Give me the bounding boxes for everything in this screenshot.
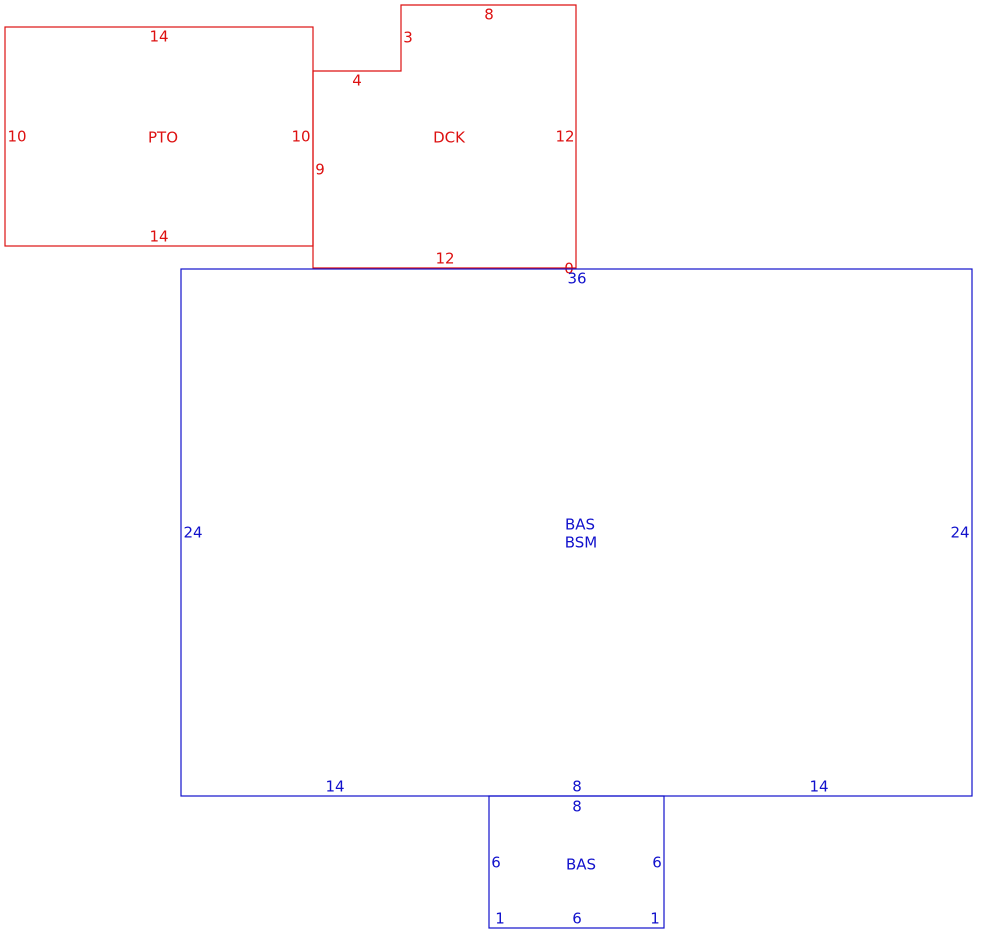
pto-dim-top: 14 [149, 28, 168, 46]
main-bas-dim-bottom-mid: 8 [572, 778, 582, 796]
dck-area: DCK 8 3 4 9 12 12 0 [312, 4, 577, 278]
main-bas-dim-right: 24 [950, 524, 969, 542]
small-bas-dim-right: 6 [652, 854, 662, 872]
dck-dim-step-width: 4 [352, 72, 362, 90]
main-bas-dim-bottom-left: 14 [325, 778, 344, 796]
pto-dim-right: 10 [291, 128, 310, 146]
main-bsm-label: BSM [565, 534, 598, 552]
main-bas-label: BAS [565, 516, 595, 534]
dck-outline [312, 4, 577, 269]
small-bas-dim-top: 8 [572, 798, 582, 816]
small-bas-dim-bottom: 6 [572, 910, 582, 928]
main-bas-dim-left: 24 [183, 524, 202, 542]
main-bas-dim-bottom-right: 14 [809, 778, 828, 796]
small-bas-label: BAS [566, 856, 596, 874]
small-bas-area: BAS 8 6 6 6 1 1 [488, 795, 665, 929]
pto-dim-left: 10 [7, 128, 26, 146]
main-bas-dim-top: 36 [567, 270, 586, 288]
pto-area: PTO 14 14 10 10 [4, 26, 314, 247]
small-bas-dim-corner-right: 1 [650, 910, 660, 928]
small-bas-outline [488, 795, 665, 929]
dck-dim-bottom: 12 [435, 250, 454, 268]
dck-dim-left: 9 [315, 161, 325, 179]
dck-label: DCK [433, 129, 466, 147]
small-bas-dim-corner-left: 1 [495, 910, 505, 928]
pto-label: PTO [148, 129, 178, 147]
dck-dim-right: 12 [555, 128, 574, 146]
small-bas-dim-left: 6 [491, 854, 501, 872]
dck-dim-step-height: 3 [403, 29, 413, 47]
main-bas-area: BAS BSM 36 24 24 14 8 14 [180, 268, 973, 797]
dck-dim-top: 8 [484, 6, 494, 24]
pto-dim-bottom: 14 [149, 228, 168, 246]
